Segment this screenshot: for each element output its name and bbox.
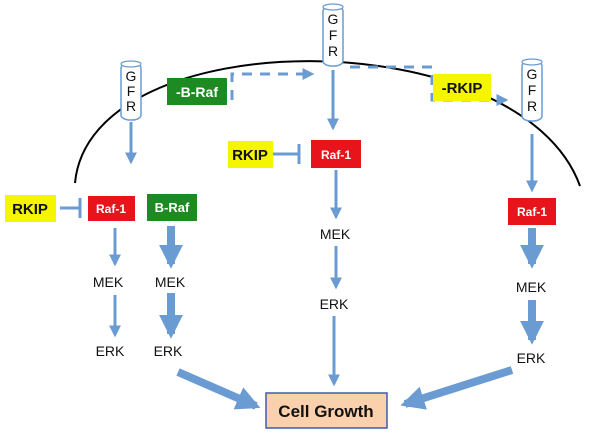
- erk-label-middle: ERK: [320, 296, 349, 312]
- arrow-erk-left-to-cell-growth: [176, 368, 261, 410]
- receptor-left-letter-g: G: [126, 68, 137, 84]
- raf1-box-left: Raf-1: [88, 196, 135, 221]
- receptor-right-letter-r: R: [527, 98, 537, 114]
- braf-box: B-Raf: [147, 194, 197, 221]
- receptor-middle-letter-r: R: [328, 43, 338, 59]
- inhibition-rkip-middle: [273, 144, 301, 164]
- erk-label-right: ERK: [517, 350, 546, 366]
- arrow-erk-right-to-cell-growth: [400, 366, 514, 410]
- receptor-right: G F R: [521, 58, 543, 122]
- svg-text:Raf-1: Raf-1: [96, 202, 126, 216]
- mek-label-right: MEK: [516, 279, 547, 295]
- dashed-arrow-braf-to-middle: [230, 68, 315, 100]
- mek-label-braf: MEK: [155, 274, 186, 290]
- receptor-middle-letter-f: F: [329, 27, 338, 43]
- svg-text:RKIP: RKIP: [12, 201, 48, 218]
- raf1-box-right: Raf-1: [508, 198, 556, 225]
- svg-text:-RKIP: -RKIP: [442, 80, 483, 97]
- braf-neg-box: -B-Raf: [167, 78, 227, 105]
- svg-text:-B-Raf: -B-Raf: [176, 84, 218, 100]
- svg-text:Raf-1: Raf-1: [517, 205, 547, 219]
- rkip-box-middle: RKIP: [228, 141, 273, 168]
- rkip-neg-box: -RKIP: [433, 74, 491, 101]
- receptor-right-letter-f: F: [528, 82, 537, 98]
- svg-text:Cell Growth: Cell Growth: [278, 402, 373, 421]
- raf1-box-middle: Raf-1: [311, 140, 361, 168]
- rkip-box-left: RKIP: [5, 195, 56, 222]
- svg-text:B-Raf: B-Raf: [155, 200, 190, 215]
- erk-label-braf: ERK: [154, 343, 183, 359]
- receptor-left: G F R: [120, 60, 142, 121]
- receptor-middle-letter-g: G: [328, 11, 339, 27]
- receptor-middle: G F R: [322, 3, 344, 67]
- svg-text:RKIP: RKIP: [232, 147, 268, 164]
- cell-membrane: [74, 60, 581, 187]
- receptor-left-letter-r: R: [126, 98, 136, 114]
- receptor-right-letter-g: G: [527, 66, 538, 82]
- inhibition-rkip-left: [60, 198, 82, 218]
- receptor-left-letter-f: F: [127, 83, 136, 99]
- mek-label-left: MEK: [93, 274, 124, 290]
- mek-label-middle: MEK: [320, 226, 351, 242]
- svg-text:Raf-1: Raf-1: [321, 148, 351, 162]
- cell-growth-box: Cell Growth: [265, 392, 388, 429]
- erk-label-left: ERK: [96, 343, 125, 359]
